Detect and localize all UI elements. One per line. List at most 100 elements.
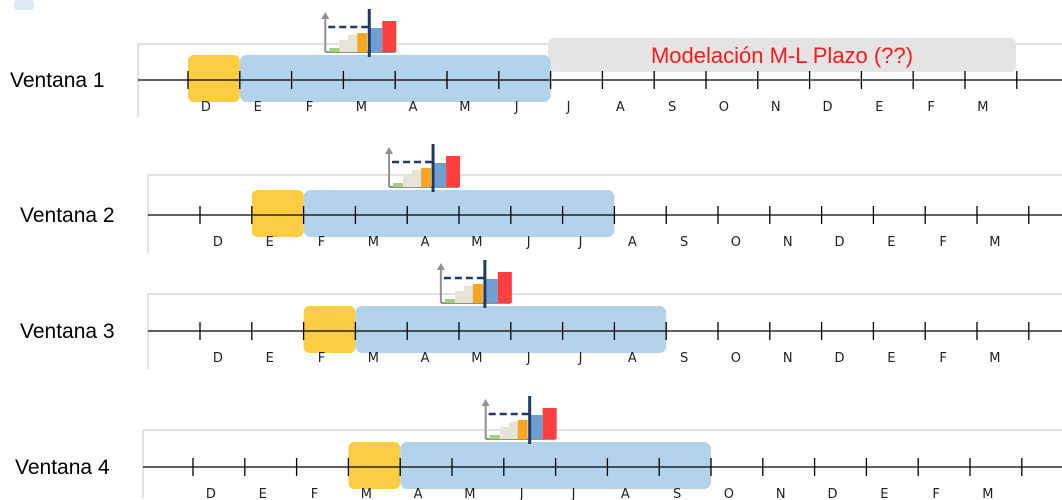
gap-band bbox=[188, 55, 240, 102]
corner-tab-icon bbox=[14, 0, 34, 10]
bar-chart-icon bbox=[436, 260, 512, 308]
month-label: A bbox=[621, 487, 630, 500]
month-label: J bbox=[578, 351, 583, 366]
month-label: E bbox=[259, 487, 267, 500]
month-label: J bbox=[571, 487, 576, 500]
month-label: D bbox=[213, 351, 223, 366]
month-label: S bbox=[680, 235, 688, 250]
bar-chart-icon bbox=[321, 9, 397, 57]
month-label: O bbox=[719, 100, 729, 115]
month-label: F bbox=[932, 487, 939, 500]
month-label: M bbox=[977, 100, 988, 115]
month-label: J bbox=[526, 351, 531, 366]
month-label: E bbox=[266, 235, 274, 250]
mini-bar bbox=[497, 272, 512, 303]
month-label: E bbox=[887, 235, 895, 250]
month-label: F bbox=[306, 100, 313, 115]
mini-bar bbox=[463, 286, 474, 303]
month-label: J bbox=[519, 487, 524, 500]
month-label: J bbox=[578, 235, 583, 250]
month-label: D bbox=[827, 487, 837, 500]
month-label: M bbox=[356, 100, 367, 115]
month-label: N bbox=[783, 235, 793, 250]
month-label: M bbox=[459, 100, 470, 115]
month-label: F bbox=[318, 351, 325, 366]
month-label: M bbox=[464, 487, 475, 500]
month-label: F bbox=[311, 487, 318, 500]
window-label: Ventana 2 bbox=[20, 204, 115, 227]
mini-bar bbox=[454, 291, 465, 303]
mini-bar bbox=[382, 21, 397, 52]
month-label: D bbox=[206, 487, 216, 500]
month-label: E bbox=[875, 100, 883, 115]
mini-bar bbox=[528, 415, 543, 439]
month-label: N bbox=[771, 100, 781, 115]
mini-bar bbox=[421, 168, 432, 187]
month-label: J bbox=[514, 100, 519, 115]
future-band bbox=[548, 38, 1016, 72]
month-label: M bbox=[471, 235, 482, 250]
mini-bar bbox=[483, 279, 498, 303]
month-label: O bbox=[724, 487, 734, 500]
month-label: A bbox=[421, 235, 430, 250]
month-label: S bbox=[673, 487, 681, 500]
mini-chart-y-arrow bbox=[321, 12, 330, 19]
mini-bar bbox=[432, 163, 447, 187]
month-label: E bbox=[266, 351, 274, 366]
month-label: D bbox=[213, 235, 223, 250]
bar-chart-icon bbox=[481, 396, 557, 444]
month-label: F bbox=[939, 235, 946, 250]
month-label: S bbox=[668, 100, 676, 115]
window-label: Ventana 3 bbox=[20, 320, 115, 343]
month-label: D bbox=[834, 351, 844, 366]
mini-bar bbox=[446, 156, 461, 187]
month-label: M bbox=[989, 351, 1000, 366]
month-label: D bbox=[834, 235, 844, 250]
mini-bar bbox=[348, 35, 359, 52]
gap-band bbox=[251, 190, 304, 237]
window-label: Ventana 4 bbox=[15, 456, 110, 479]
month-label: J bbox=[526, 235, 531, 250]
mini-bar bbox=[508, 422, 519, 439]
mini-bar bbox=[339, 40, 350, 52]
future-note-label: Modelación M-L Plazo (??) bbox=[651, 43, 913, 68]
month-label: M bbox=[361, 487, 372, 500]
month-label: E bbox=[880, 487, 888, 500]
month-label: D bbox=[822, 100, 832, 115]
month-label: S bbox=[680, 351, 688, 366]
mini-bar bbox=[444, 299, 457, 303]
mini-chart-y-arrow bbox=[436, 263, 445, 270]
month-label: M bbox=[471, 351, 482, 366]
mini-bar bbox=[393, 183, 406, 187]
month-label: J bbox=[566, 100, 571, 115]
month-label: A bbox=[628, 351, 637, 366]
window-label: Ventana 1 bbox=[10, 69, 105, 92]
mini-bar bbox=[517, 420, 528, 439]
month-label: N bbox=[776, 487, 786, 500]
month-label: E bbox=[887, 351, 895, 366]
mini-bar bbox=[368, 28, 383, 52]
month-label: A bbox=[628, 235, 637, 250]
month-label: O bbox=[731, 351, 741, 366]
mini-chart-y-arrow bbox=[481, 399, 490, 406]
month-label: M bbox=[368, 235, 379, 250]
mini-bar bbox=[357, 33, 368, 52]
month-label: N bbox=[783, 351, 793, 366]
month-label: F bbox=[318, 235, 325, 250]
mini-bar bbox=[489, 435, 502, 439]
mini-bar bbox=[403, 175, 414, 187]
month-label: M bbox=[982, 487, 993, 500]
mini-chart-y-arrow bbox=[385, 147, 394, 154]
month-label: A bbox=[616, 100, 625, 115]
gap-band bbox=[303, 306, 356, 353]
bar-chart-icon bbox=[385, 144, 461, 192]
month-label: M bbox=[989, 235, 1000, 250]
mini-bar bbox=[472, 284, 483, 303]
month-label: F bbox=[939, 351, 946, 366]
month-label: E bbox=[254, 100, 262, 115]
